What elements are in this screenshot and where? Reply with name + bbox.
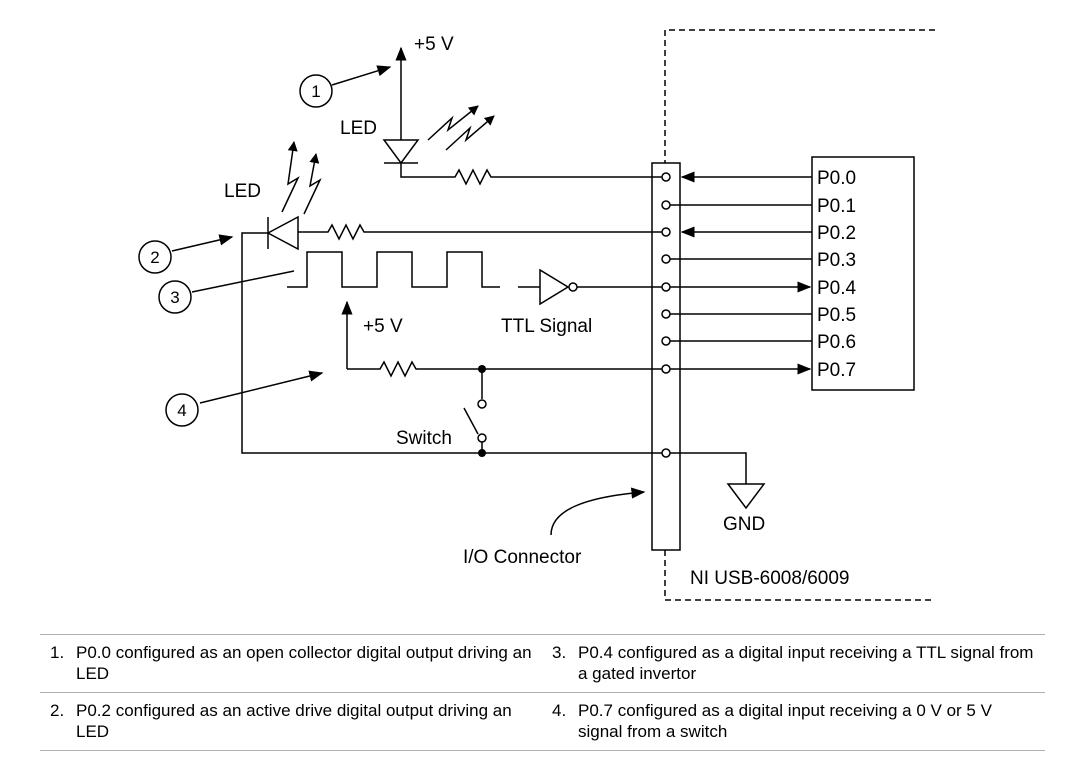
- legend-text: P0.0 configured as an open collector dig…: [76, 643, 532, 683]
- light-arrow-left-2: [303, 153, 322, 215]
- switch-label: Switch: [396, 428, 452, 449]
- io-connector-leader: [550, 487, 646, 536]
- switch-contact-top: [477, 399, 487, 409]
- callout-2-circle: [138, 240, 172, 274]
- callout-3-leader: [191, 270, 295, 293]
- callout-2-number: 2: [150, 248, 159, 267]
- legend-item-3: 3. P0.4 configured as a digital input re…: [542, 635, 1044, 692]
- io-connector-strip: [651, 162, 681, 551]
- callout-3-circle: [158, 280, 192, 314]
- ground-rail: [241, 232, 662, 454]
- led-top-diode: [382, 139, 420, 165]
- legend-row: 2. P0.2 configured as an active drive di…: [40, 692, 1045, 750]
- circuit-diagram: 1 2 3 4 +5 V LED LED +5 V TTL Signal Swi…: [138, 29, 935, 601]
- switch-contact-bottom: [477, 433, 487, 443]
- callout-3-number: 3: [170, 288, 179, 307]
- connector-pin: [661, 282, 671, 292]
- callout-2-leader: [171, 234, 234, 252]
- left-led-wire: [298, 223, 662, 241]
- callout-1-leader: [331, 65, 392, 86]
- junction-dot: [478, 449, 486, 457]
- vcc-mid-label: +5 V: [363, 316, 403, 337]
- connector-pin: [661, 336, 671, 346]
- connector-pin-ground: [661, 448, 671, 458]
- callout-1-number: 1: [311, 82, 320, 101]
- io-connector-label: I/O Connector: [463, 547, 582, 568]
- led-top-label: LED: [340, 118, 377, 139]
- port-label: P0.0: [817, 168, 856, 189]
- legend-text: P0.4 configured as a digital input recei…: [578, 643, 1034, 683]
- port-label: P0.2: [817, 223, 856, 244]
- port-box: [811, 156, 915, 391]
- invertor-bubble: [568, 282, 578, 292]
- callout-4-number: 4: [177, 401, 186, 420]
- legend-table: 1. P0.0 configured as an open collector …: [40, 634, 1045, 751]
- connector-pin: [661, 364, 671, 374]
- invertor-symbol: [539, 268, 570, 306]
- led-left-label: LED: [224, 181, 261, 202]
- top-led-wire: [400, 163, 662, 186]
- legend-text: P0.7 configured as a digital input recei…: [578, 701, 992, 741]
- connector-pin: [661, 172, 671, 182]
- legend-row: 1. P0.0 configured as an open collector …: [40, 635, 1045, 692]
- led-left-diode: [266, 215, 299, 251]
- legend-number: 4.: [552, 701, 567, 720]
- port-label: P0.5: [817, 305, 856, 326]
- legend-item-2: 2. P0.2 configured as an active drive di…: [40, 693, 542, 750]
- port-label: P0.1: [817, 196, 856, 217]
- connector-pin: [661, 254, 671, 264]
- switch-wire: [347, 360, 662, 378]
- connector-pin: [661, 227, 671, 237]
- port-label: P0.3: [817, 250, 856, 271]
- light-arrow-top-1: [427, 105, 479, 141]
- legend-item-1: 1. P0.0 configured as an open collector …: [40, 635, 542, 692]
- connector-pin: [661, 309, 671, 319]
- port-label: P0.6: [817, 332, 856, 353]
- legend-number: 3.: [552, 643, 567, 662]
- port-label: P0.7: [817, 360, 856, 381]
- callout-4-leader: [199, 370, 324, 404]
- port-label: P0.4: [817, 278, 857, 299]
- device-label: NI USB-6008/6009: [690, 568, 850, 589]
- junction-dot: [478, 365, 486, 373]
- gnd-wire: [670, 452, 747, 484]
- legend-text: P0.2 configured as an active drive digit…: [76, 701, 512, 741]
- gnd-symbol: [726, 483, 766, 510]
- connector-pin: [661, 200, 671, 210]
- vcc-top-label: +5 V: [414, 34, 454, 55]
- legend-item-4: 4. P0.7 configured as a digital input re…: [542, 693, 1044, 750]
- gnd-label: GND: [723, 514, 765, 535]
- ttl-waveform: [287, 251, 500, 288]
- ttl-signal-label: TTL Signal: [501, 316, 592, 337]
- light-arrow-top-2: [445, 115, 495, 151]
- legend-number: 2.: [50, 701, 65, 720]
- switch-blade: [463, 407, 479, 435]
- legend-number: 1.: [50, 643, 65, 662]
- callout-4-circle: [165, 393, 199, 427]
- light-arrow-left-1: [281, 141, 300, 213]
- callout-1-circle: [299, 74, 333, 108]
